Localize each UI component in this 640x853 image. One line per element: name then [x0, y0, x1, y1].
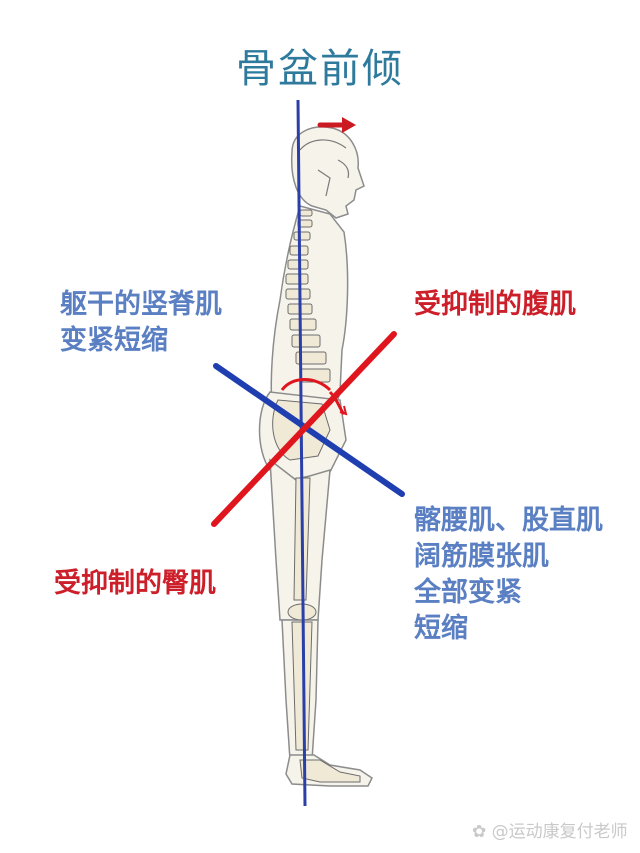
leg-bones: [287, 477, 361, 783]
skull-details: [299, 139, 350, 197]
label-line: 躯干的竖脊肌: [60, 289, 222, 320]
label-line: 全部变紧: [414, 577, 522, 608]
label-abdominals: 受抑制的腹肌: [414, 289, 576, 320]
diagram-title: 骨盆前倾: [236, 46, 404, 92]
label-erector-spinae: 躯干的竖脊肌 变紧短缩: [60, 287, 222, 359]
red-curved-rotation-arrow-icon: [280, 378, 348, 416]
label-hip-flexors: 髂腰肌、股直肌 阔筋膜张肌 全部变紧 短缩: [414, 503, 603, 647]
label-line: 髂腰肌、股直肌: [414, 505, 603, 536]
label-line: 阔筋膜张肌: [414, 541, 549, 572]
red-right-arrow-icon: [317, 117, 356, 133]
blue-diagonal-line: [213, 363, 405, 497]
label-line: 短缩: [414, 613, 468, 644]
label-line: 变紧短缩: [60, 325, 168, 356]
label-gluteals: 受抑制的臀肌: [54, 568, 216, 599]
plumb-line: [296, 99, 307, 807]
watermark: ✿ @运动康复付老师: [472, 817, 628, 842]
paw-icon: ✿: [472, 822, 487, 842]
watermark-text: @运动康复付老师: [491, 822, 628, 842]
red-diagonal-line: [211, 331, 397, 527]
